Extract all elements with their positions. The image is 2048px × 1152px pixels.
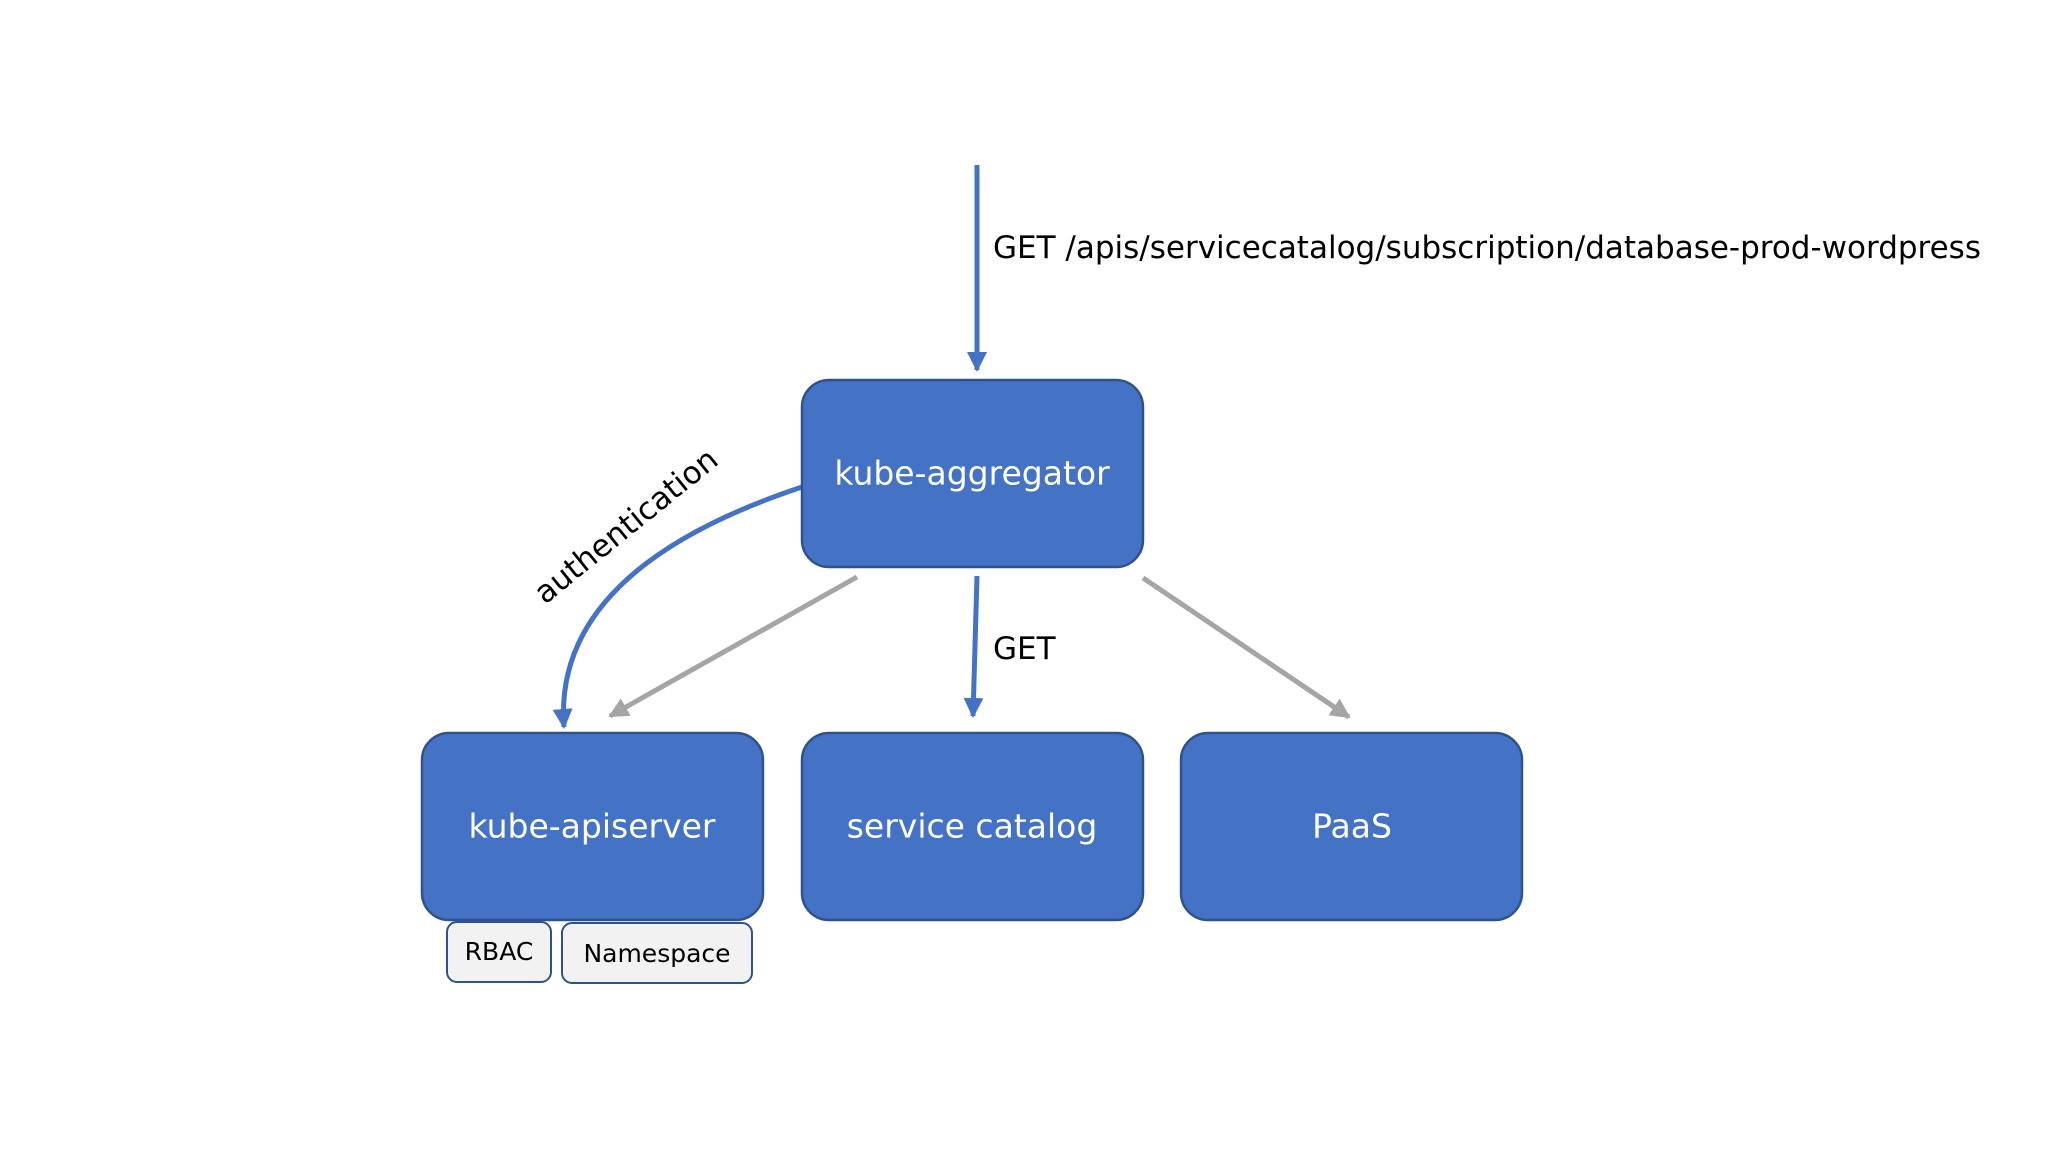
kube-apiserver-label: kube-apiserver <box>469 807 716 846</box>
get-service-catalog-arrow <box>963 575 984 718</box>
aggregator-to-apiserver-arrow <box>608 574 859 719</box>
aggregator-to-paas-arrow <box>1141 575 1351 720</box>
kube-aggregator-node: kube-aggregator <box>800 378 1145 569</box>
namespace-label: Namespace <box>583 939 730 968</box>
paas-node: PaaS <box>1179 731 1524 922</box>
service-catalog-label: service catalog <box>847 807 1098 846</box>
rbac-tag: RBAC <box>446 921 552 983</box>
namespace-tag: Namespace <box>561 922 753 984</box>
service-catalog-node: service catalog <box>800 731 1145 922</box>
incoming-request-label: GET /apis/servicecatalog/subscription/da… <box>993 230 1981 266</box>
rbac-label: RBAC <box>465 937 534 966</box>
kube-apiserver-node: kube-apiserver <box>420 731 765 922</box>
authentication-arrow <box>552 484 803 729</box>
paas-label: PaaS <box>1312 807 1392 846</box>
authentication-label: authentication <box>527 441 725 611</box>
get-service-catalog-label: GET <box>993 631 1057 667</box>
kube-aggregator-label: kube-aggregator <box>834 454 1110 493</box>
